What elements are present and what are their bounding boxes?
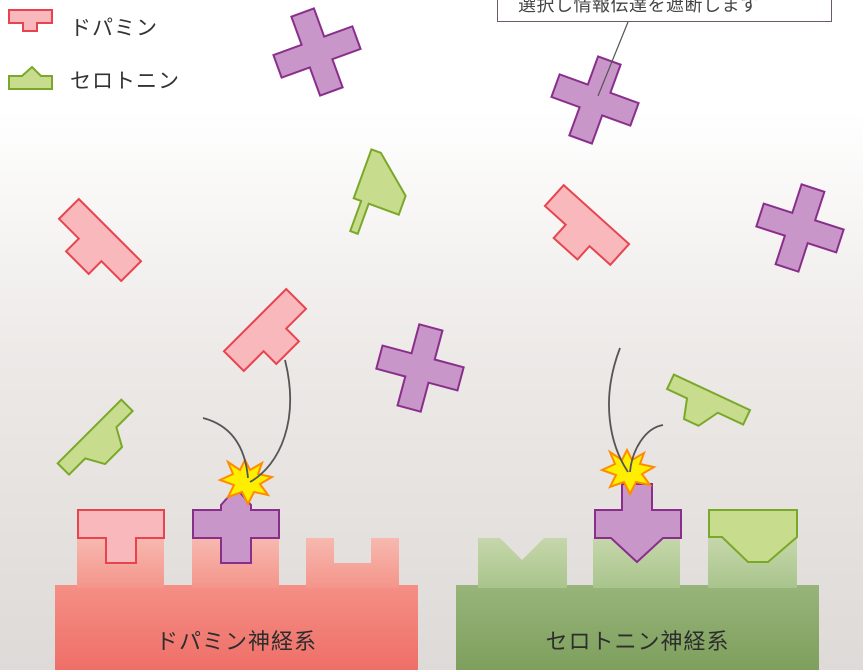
drug-molecule	[755, 183, 845, 273]
dopamine-receptor-block	[55, 538, 418, 670]
bound-drug	[192, 486, 280, 564]
serotonin-system-label: セロトニン神経系	[545, 630, 730, 655]
drug-molecule	[550, 55, 640, 145]
bound-serotonin	[708, 509, 798, 563]
legend-dopamine-label: ドパミン	[70, 16, 158, 40]
dopamine-molecule	[543, 183, 631, 267]
drug-molecule	[272, 7, 362, 97]
dopamine-legend-icon	[8, 9, 53, 32]
serotonin-receptor	[478, 538, 567, 588]
bound-dopamine	[77, 509, 165, 564]
motion-arrow	[629, 424, 664, 473]
motion-arrow	[249, 359, 291, 483]
callout-text: 選択し情報伝達を遮断します	[518, 0, 759, 16]
dopamine-molecule	[57, 197, 143, 283]
spark-icon	[217, 457, 275, 507]
motion-arrow	[608, 347, 629, 473]
callout-box: 選択し情報伝達を遮断します	[497, 0, 832, 22]
dopamine-molecule	[222, 287, 308, 373]
serotonin-molecule	[348, 148, 407, 236]
legend-serotonin-label: セロトニン	[70, 69, 180, 93]
serotonin-molecule	[56, 398, 135, 477]
bound-drug	[594, 483, 682, 564]
dopamine-system-label: ドパミン神経系	[155, 630, 317, 655]
callout-pointer	[597, 21, 629, 97]
motion-arrow	[202, 417, 249, 479]
serotonin-molecule	[665, 373, 752, 427]
drug-molecule	[375, 323, 465, 413]
dopamine-receptor	[306, 538, 399, 588]
serotonin-legend-icon	[8, 65, 53, 90]
